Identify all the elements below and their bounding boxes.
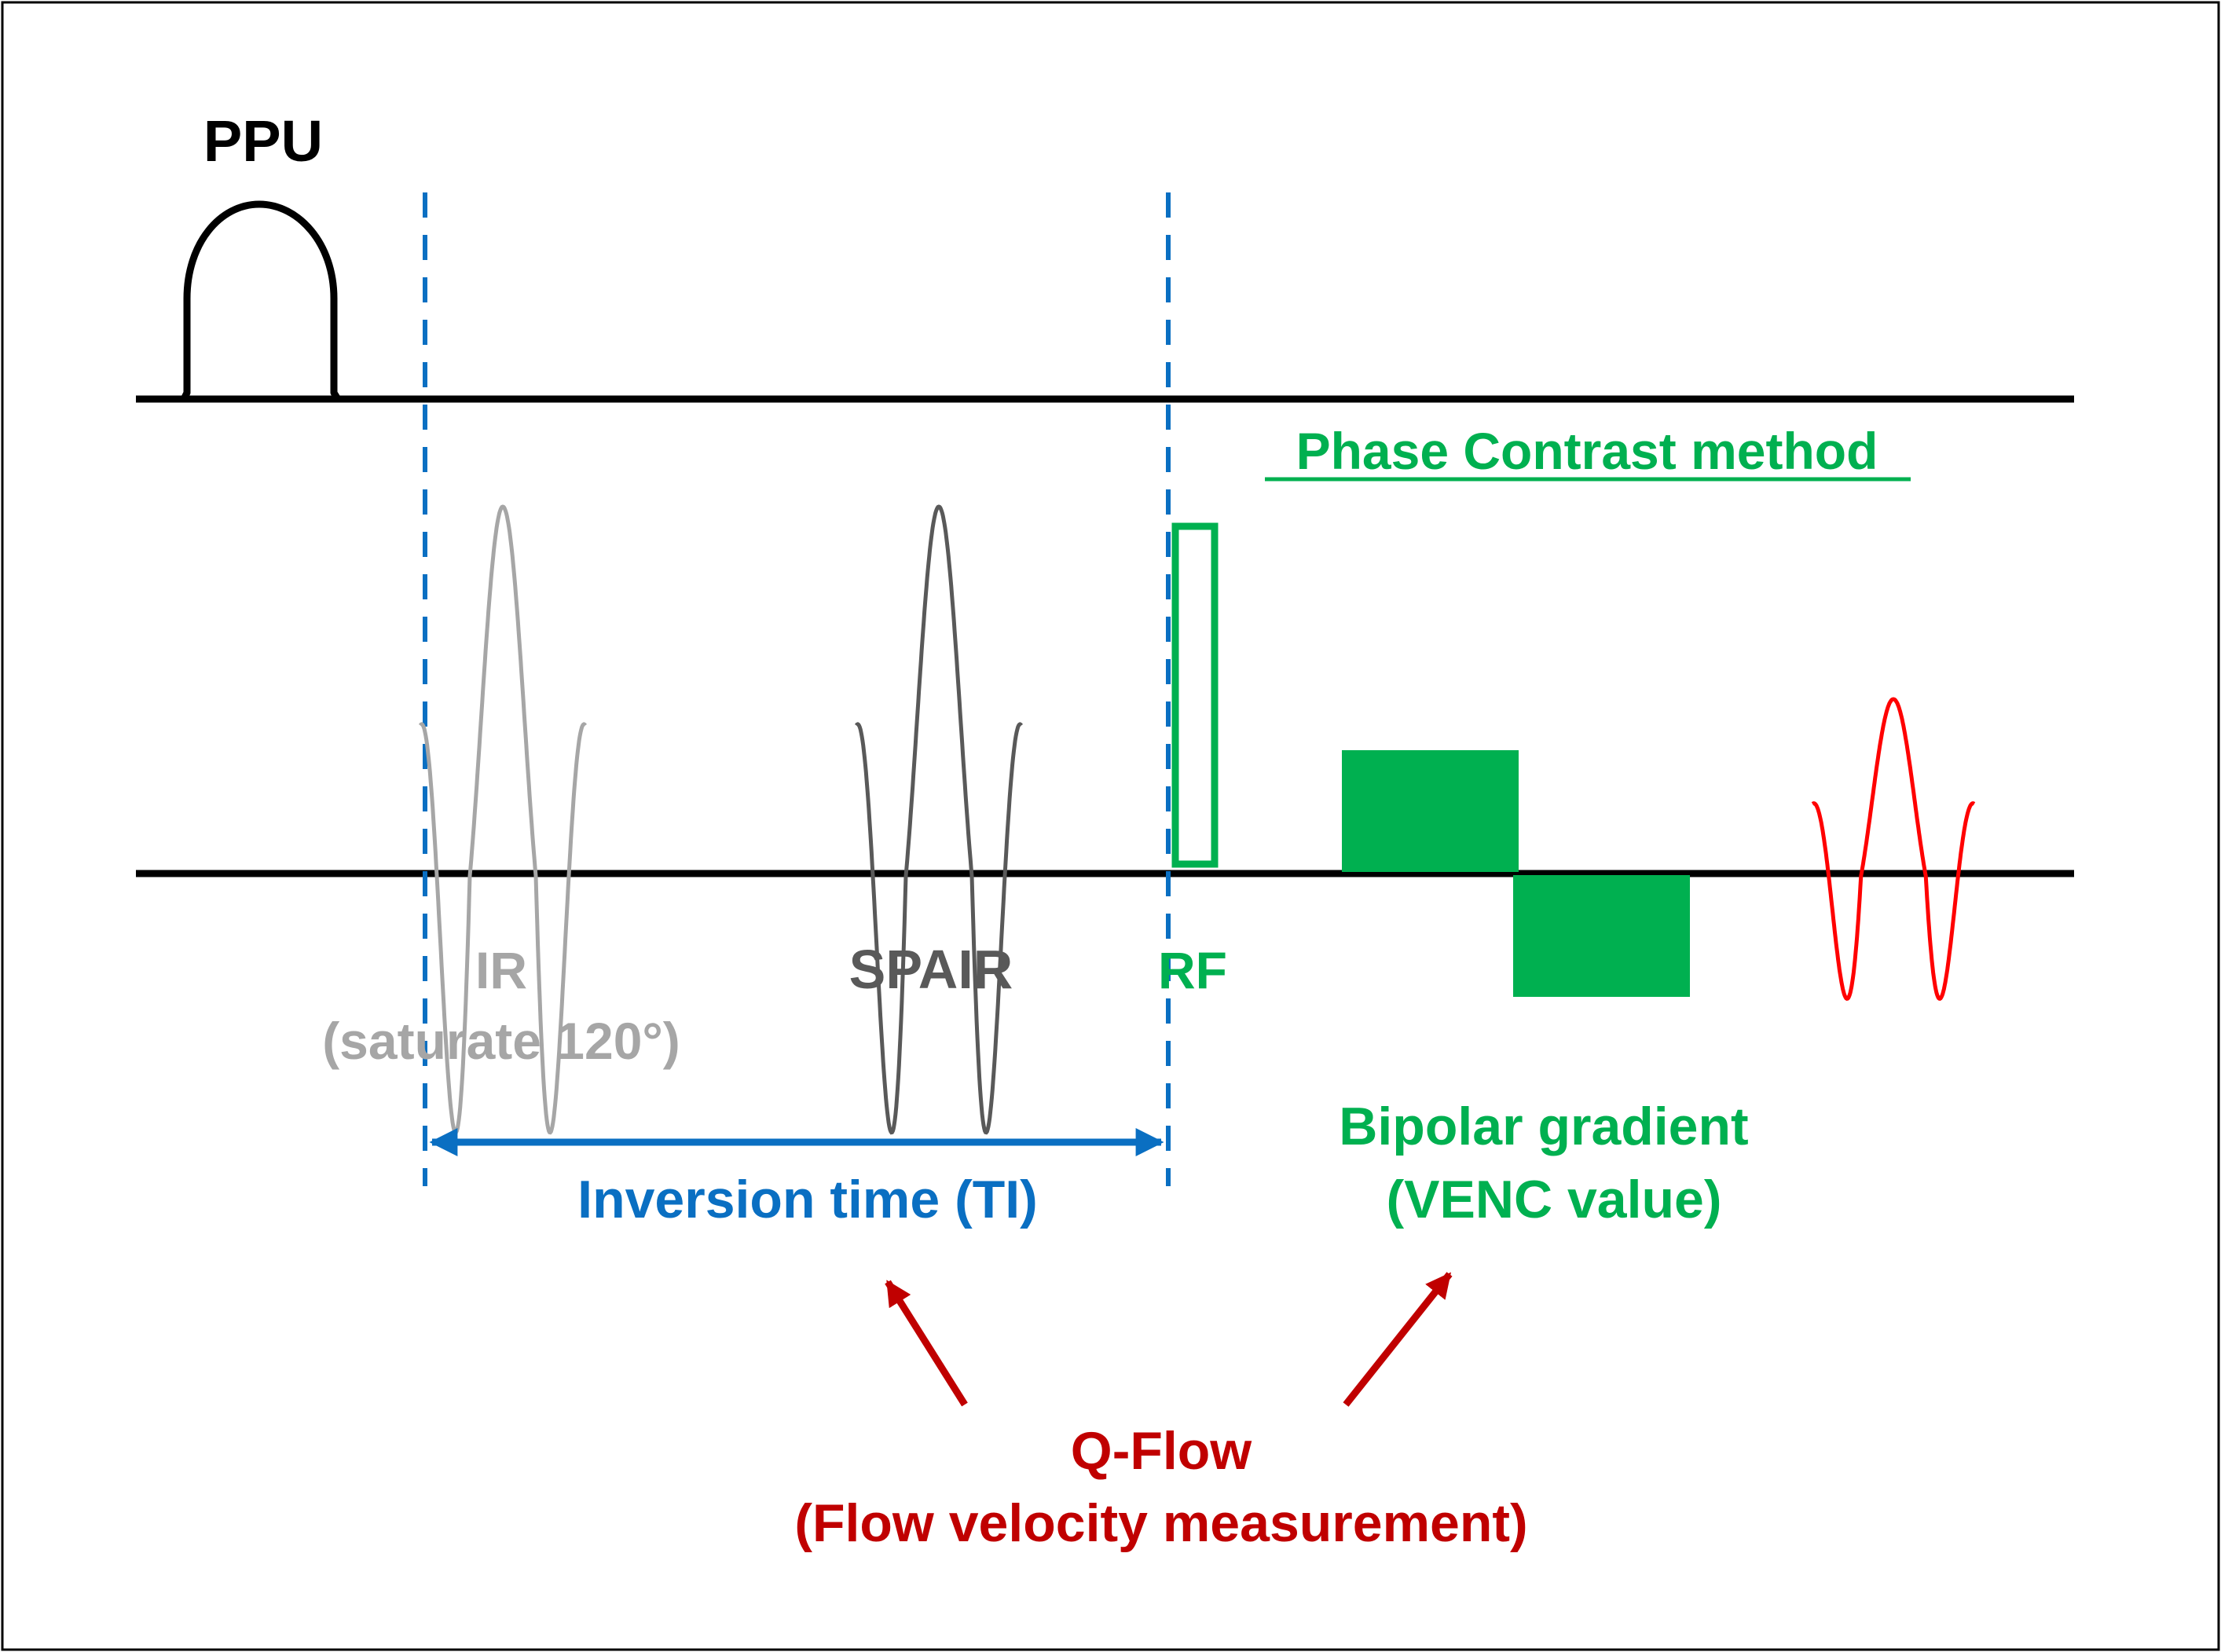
venc-value-label: (VENC value) [1387, 1170, 1722, 1229]
qflow-arrow-to-venc [1343, 1272, 1453, 1407]
bipolar-gradient-negative-lobe [1513, 875, 1690, 997]
bipolar-gradient-label: Bipolar gradient [1339, 1097, 1748, 1156]
spair-label: SPAIR [849, 939, 1013, 1000]
ppu-pulse [180, 200, 341, 401]
ir-sublabel: (saturate 120°) [322, 1012, 680, 1070]
qflow-sublabel: (Flow velocity measurement) [794, 1493, 1527, 1553]
echo-signal [1811, 697, 1976, 1001]
ppu-label: PPU [203, 108, 323, 174]
inversion-time-label: Inversion time (TI) [577, 1170, 1038, 1229]
rf-pulse [1171, 522, 1219, 868]
rf-label: RF [1158, 941, 1227, 999]
qflow-label: Q-Flow [1071, 1421, 1253, 1481]
spair-sinc-pulse [855, 504, 1023, 1135]
qflow-arrow-to-ti [885, 1280, 968, 1407]
bipolar-gradient-positive-lobe [1342, 750, 1519, 872]
phase-contrast-title: Phase Contrast method [1296, 422, 1878, 480]
ir-sinc-pulse [419, 504, 587, 1135]
ir-label: IR [475, 941, 527, 999]
